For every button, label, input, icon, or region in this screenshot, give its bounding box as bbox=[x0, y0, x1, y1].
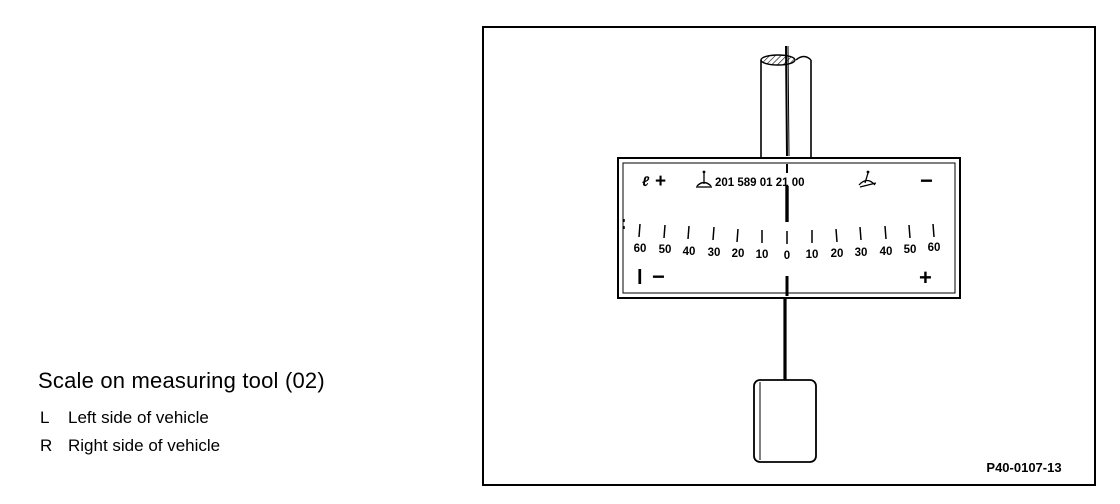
pendulum-weight bbox=[753, 379, 817, 463]
bottom-left-minus: − bbox=[652, 264, 665, 289]
tick-right-60 bbox=[932, 223, 935, 238]
top-right-minus: − bbox=[920, 168, 933, 193]
tick-left-40 bbox=[687, 225, 690, 240]
scale-plate bbox=[617, 157, 961, 299]
bottom-right-plus: + bbox=[919, 265, 932, 290]
tick-right-20 bbox=[835, 228, 838, 243]
scale-top-row: ℓ + 201 589 01 21 00 − bbox=[642, 168, 933, 193]
tick-left-50 bbox=[663, 224, 666, 239]
scale-number-right-60: 60 bbox=[928, 242, 941, 254]
scale-bottom-row: l − + bbox=[637, 264, 932, 290]
bottom-left-letter: l bbox=[637, 267, 643, 289]
top-left-symbol: ℓ bbox=[642, 173, 650, 189]
tilt-left-icon bbox=[696, 170, 712, 188]
scale-number-right-50: 50 bbox=[904, 244, 917, 256]
tick-right-40 bbox=[884, 225, 887, 240]
scale-number-left-50: 50 bbox=[659, 244, 672, 256]
caption-title: Scale on measuring tool (02) bbox=[38, 368, 325, 393]
rod-end-hatched bbox=[760, 54, 796, 66]
top-left-plus: + bbox=[655, 171, 666, 192]
tick-right-50 bbox=[908, 224, 911, 239]
tilt-right-icon bbox=[858, 170, 877, 188]
figure-frame bbox=[482, 26, 1096, 486]
measuring-tool-diagram: ℓ + 201 589 01 21 00 − bbox=[482, 26, 1096, 486]
tick-left-30 bbox=[712, 226, 715, 241]
legend-key: L bbox=[40, 408, 50, 427]
tick-left-60 bbox=[638, 223, 641, 238]
legend-text: Left side of vehicle bbox=[68, 408, 209, 427]
measuring-tool-figure: ℓ + 201 589 01 21 00 − bbox=[482, 26, 1096, 486]
scale-number-left-60: 60 bbox=[634, 243, 647, 255]
caption: Scale on measuring tool (02) L Left side … bbox=[38, 368, 325, 464]
scale-number-left-20: 20 bbox=[732, 248, 745, 260]
legend-item-right: R Right side of vehicle bbox=[40, 436, 325, 456]
scale-number-right-30: 30 bbox=[855, 247, 868, 259]
tick-right-30 bbox=[859, 226, 862, 241]
scale-number-left-10: 10 bbox=[756, 249, 769, 261]
legend-key: R bbox=[40, 436, 53, 455]
tick-left-20 bbox=[736, 228, 739, 243]
legend-text: Right side of vehicle bbox=[68, 436, 221, 455]
legend-item-left: L Left side of vehicle bbox=[40, 408, 325, 428]
scale-number-left-30: 30 bbox=[708, 247, 721, 259]
pointer bbox=[783, 45, 790, 380]
scale-number-left-40: 40 bbox=[683, 246, 696, 258]
scale-number-right-10: 10 bbox=[806, 249, 819, 261]
scale-number-right-20: 20 bbox=[831, 248, 844, 260]
scale-numbers: 60 50 40 30 20 10 0 10 20 30 40 50 60 bbox=[634, 242, 941, 262]
tool-part-code: 201 589 01 21 00 bbox=[715, 177, 805, 189]
part-number-label: P40-0107-13 bbox=[986, 460, 1061, 475]
scale-ticks bbox=[623, 219, 935, 244]
scale-number-right-40: 40 bbox=[880, 246, 893, 258]
scale-number-center: 0 bbox=[784, 250, 790, 262]
